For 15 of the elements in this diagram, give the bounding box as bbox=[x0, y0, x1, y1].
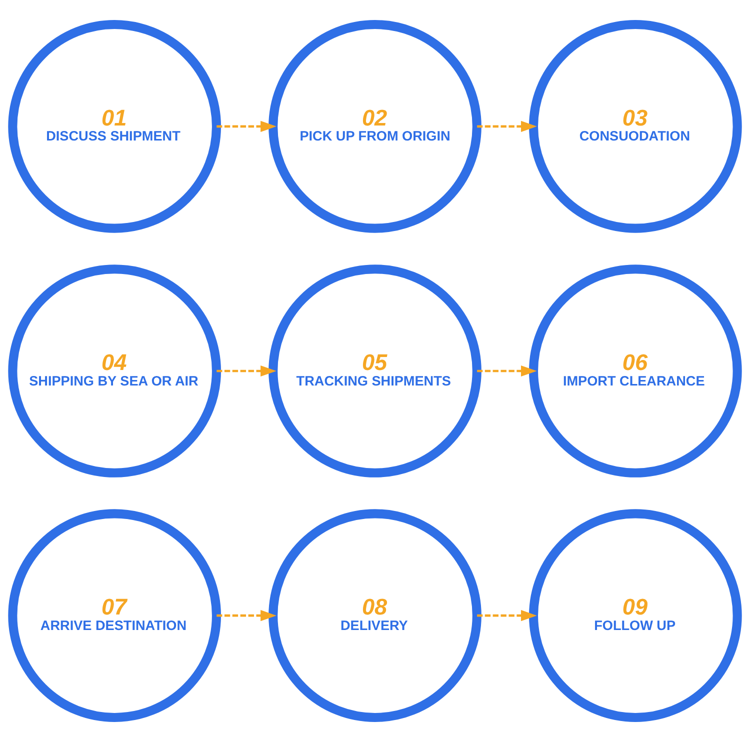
arrow bbox=[477, 365, 537, 377]
node-circle: 03 CONSUODATION bbox=[528, 20, 742, 233]
arrow bbox=[216, 365, 276, 377]
arrow bbox=[477, 120, 537, 132]
node-circle: 06 IMPORT CLEARANCE bbox=[528, 264, 742, 478]
node-circle: 08 DELIVERY bbox=[268, 509, 482, 722]
node-circle: 05 TRACKING SHIPMENTS bbox=[268, 264, 482, 478]
node-circle: 02 PICK UP FROM ORIGIN bbox=[268, 20, 482, 233]
arrow bbox=[477, 610, 537, 622]
node-circle: 01 DISCUSS SHIPMENT bbox=[8, 20, 222, 233]
arrow bbox=[216, 120, 276, 132]
node-circle: 04 SHIPPING BY SEA OR AIR bbox=[8, 264, 222, 478]
node-circle: 07 ARRIVE DESTINATION bbox=[8, 509, 222, 722]
arrow bbox=[216, 610, 276, 622]
node-circle: 09 FOLLOW UP bbox=[528, 509, 742, 722]
